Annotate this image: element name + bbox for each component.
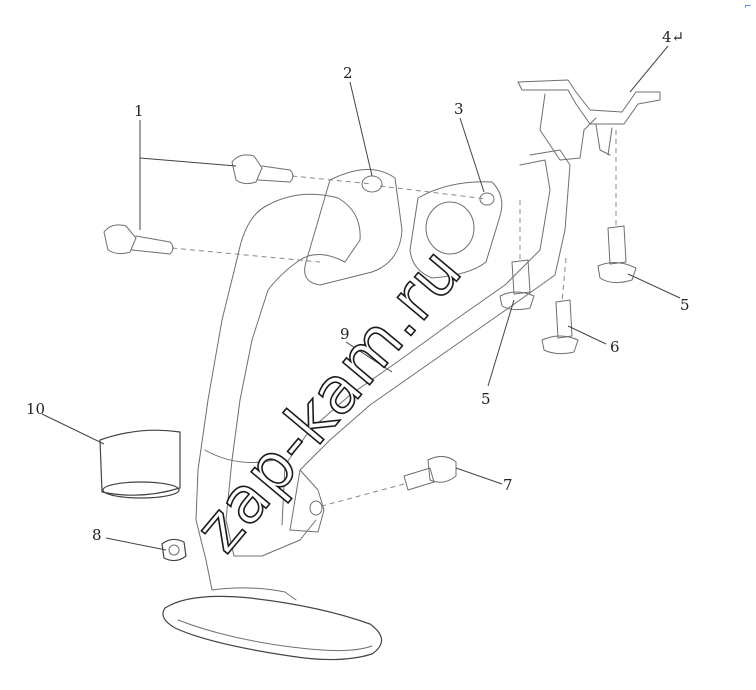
leader-9 [345,341,393,373]
leader-2 [349,81,373,177]
leader-5b [487,299,515,387]
strainer-cup [162,595,383,661]
strainer-neck [211,587,297,601]
gasket-3-center-hole [425,201,475,255]
sleeve-10-bottom [102,481,180,499]
bracket-4-arm [539,93,597,161]
bolt-6-shank [555,299,573,339]
corner-mark: ⌐ [744,2,752,12]
bolt-7-shank [403,467,435,491]
flange-2-bolt-hole [361,175,383,193]
gasket-3 [409,181,503,279]
callout-10: 10 [26,400,45,418]
callout-7: 7 [503,476,513,494]
assembly-lines [171,130,617,507]
bolt-5-right-shank [607,225,627,265]
bracket-4-top [517,79,661,125]
callout-5-lower: 5 [481,390,491,408]
leader-5a [627,273,681,299]
bolt-5-lower-shank [511,259,531,295]
gasket-3-body [409,181,503,279]
nut-8-body [161,538,187,562]
tube-band [204,449,283,463]
sleeve-10 [99,429,181,499]
bracket-4-edge [607,127,613,156]
assembly-line-6 [561,257,567,303]
tube-top-edge [237,204,269,256]
bracket-4-tab [595,124,611,156]
bolt-5-right [597,225,637,284]
bolt-1-upper-shank [257,165,294,183]
bolt-7 [403,456,457,491]
bolt-1-lower [103,224,174,255]
tube-left-edge [195,254,239,591]
bolt-6 [541,299,579,355]
callout-1: 1 [134,102,144,120]
leader-lines [41,45,681,551]
bolt-1-upper [231,154,294,185]
tube-lower-edge [225,459,317,557]
bracket-foot [289,469,325,533]
flange-2 [304,169,403,286]
assembly-line-1c [171,247,321,263]
watermark-text: zap-kam.ru [182,234,477,566]
nut-8 [161,538,187,562]
callout-6: 6 [610,338,620,356]
callout-8: 8 [92,526,102,544]
callout-3: 3 [454,100,464,118]
leader-6 [567,325,607,345]
bolt-5-right-flange [597,262,637,284]
mount-bracket-4 [517,79,661,161]
leader-3 [459,117,485,193]
leader-7 [455,467,503,485]
bolt-5-lower-flange [499,291,535,311]
callout-2: 2 [343,64,353,82]
bracket-outer [289,149,571,531]
sleeve-10-body [99,429,181,496]
bolt-5-lower [499,259,535,311]
bracket-foot-hole [309,500,323,516]
callout-labels: 1 2 3 4↵ 5 5 6 7 8 9 10 [26,28,690,544]
bolt-7-head [427,456,457,483]
nut-8-hole [168,544,180,556]
tube-outer-upper [231,193,361,461]
bolt-1-lower-head [103,224,137,255]
oil-pickup-tube [162,169,403,661]
support-bracket-9 [281,149,571,533]
callout-5-right: 5 [680,296,690,314]
assembly-line-7 [321,483,405,507]
callout-9: 9 [340,325,350,343]
leader-8 [105,537,167,551]
gasket-3-bolt-hole [479,192,495,206]
bolt-6-flange [541,335,579,355]
leader-1-branch [139,157,237,167]
leader-4 [629,45,669,93]
leader-10 [41,413,105,445]
assembly-line-1a [291,175,373,185]
callout-4: 4↵ [662,28,684,46]
bolt-1-lower-shank [131,235,174,255]
bolt-1-upper-head [231,154,263,185]
strainer-rim [177,619,373,652]
bracket-inner [281,159,551,526]
